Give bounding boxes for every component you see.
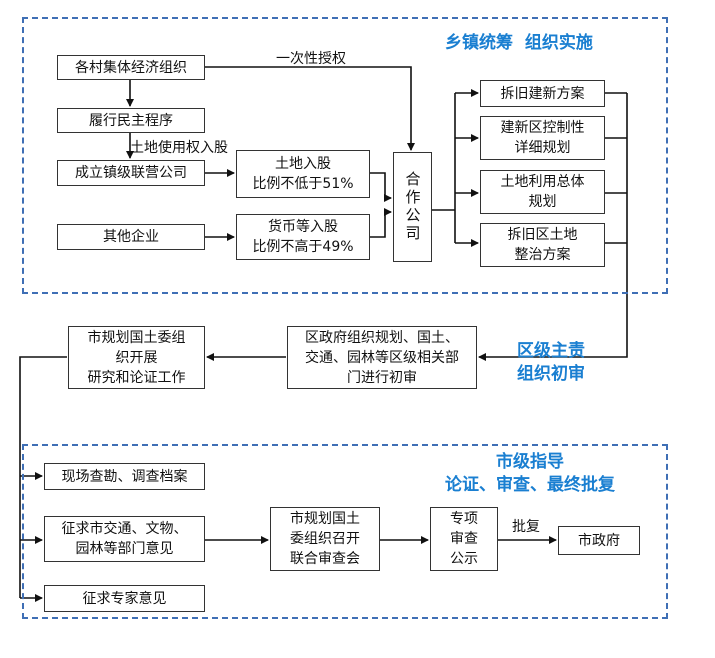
township-zone-title: 乡镇统筹 组织实施 [445, 33, 593, 53]
node-plan-land-use: 土地利用总体 规划 [480, 170, 605, 214]
node-township-company: 成立镇级联营公司 [57, 160, 205, 186]
city-zone-title: 市级指导 论证、审查、最终批复 [445, 452, 615, 495]
label-one-time-auth: 一次性授权 [276, 51, 346, 67]
node-democratic-procedure: 履行民主程序 [57, 108, 205, 133]
node-joint-company: 合作公司 [393, 152, 432, 262]
node-cash-shares: 货币等入股 比例不高于49% [236, 214, 370, 260]
node-plan-detailed-control: 建新区控制性 详细规划 [480, 116, 605, 160]
node-collectives: 各村集体经济组织 [57, 55, 205, 80]
node-other-companies: 其他企业 [57, 224, 205, 250]
edge-land-joint [370, 172, 392, 202]
edge-plans-district [478, 93, 628, 361]
node-solicit-departments: 征求市交通、文物、 园林等部门意见 [44, 516, 205, 562]
township-zone [22, 17, 668, 294]
city-zone [22, 444, 668, 619]
node-city-government: 市政府 [558, 526, 640, 555]
node-plan-demolish-rebuild: 拆旧建新方案 [480, 80, 605, 107]
node-solicit-experts: 征求专家意见 [44, 585, 205, 612]
node-city-research: 市规划国土委组 织开展 研究和论证工作 [68, 326, 205, 389]
label-land-rights-shares: 土地使用权入股 [130, 140, 228, 156]
node-public-notice: 专项 审查 公示 [430, 507, 498, 571]
node-site-survey: 现场查勘、调查档案 [44, 463, 205, 490]
edge-city-spine [19, 356, 67, 598]
node-plan-demolish-remediation: 拆旧区土地 整治方案 [480, 223, 605, 267]
node-joint-review-meeting: 市规划国土 委组织召开 联合审查会 [270, 507, 380, 571]
label-approval: 批复 [512, 519, 540, 535]
node-land-shares: 土地入股 比例不低于51% [236, 150, 370, 198]
edge-one-time-auth [205, 66, 415, 151]
edge-cash-joint [370, 208, 392, 238]
node-district-review: 区政府组织规划、国土、 交通、园林等区级相关部 门进行初审 [287, 326, 477, 389]
district-zone-title: 区级主责 组织初审 [517, 341, 585, 384]
